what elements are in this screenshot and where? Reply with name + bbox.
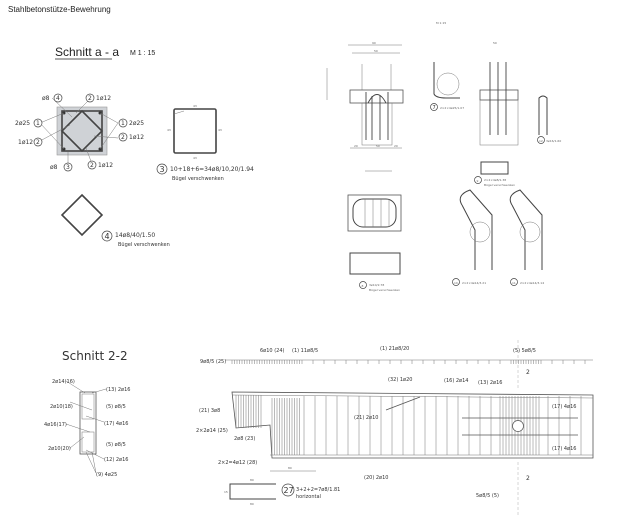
section-aa-scale: M 1 : 15 — [130, 50, 155, 57]
elevation-label: 2×2=4ø12 (28) — [218, 460, 257, 466]
stirrup-3: 43 43 43 43 3 10+18+6=34ø8/10,20/1.94 Bü… — [156, 104, 254, 182]
item-8-note: Bügel verschwenken — [369, 288, 400, 292]
document-title: Stahlbetonstütze-Bewehrung — [8, 5, 111, 14]
elevation-top-label: (1) 21ø8/20 — [380, 346, 409, 352]
elevation-top-label: (5) 5ø8/5 — [513, 348, 536, 354]
stirrup-4: 4 14ø8/40/1.50 Bügel verschwenken — [60, 193, 170, 248]
dim: 50 — [493, 41, 497, 45]
stirrup-4-note: Bügel verschwenken — [118, 242, 170, 248]
mark-10: 10 — [454, 281, 458, 285]
mark-aa-4: 2 — [36, 139, 40, 146]
dim: 43 — [167, 128, 171, 132]
label-aa-4: 1ø12 — [18, 139, 33, 146]
elevation-top-label: 9ø8/5 (25) — [200, 359, 226, 365]
elevation-label: (32) 1ø20 — [388, 377, 412, 383]
section-22-right-label: (5) ø8/5 — [106, 404, 126, 410]
item-12-spec: 3ø16/1.60 — [546, 139, 561, 143]
item-9-note: Bügel verschwenken — [484, 183, 515, 187]
dim: 20 — [354, 144, 358, 148]
section-aa-title: Schnitt a - a — [55, 45, 119, 59]
mark-aa-5: 2 — [121, 134, 125, 141]
dim: 80 — [250, 478, 254, 482]
stirrup-27: 80 80 15 27 3+2+2=7ø8/1.81 horizontal — [224, 478, 340, 506]
mark-11: 11 — [512, 281, 516, 285]
elevation-label: (13) 2ø16 — [478, 380, 502, 386]
section-22: Schnitt 2-2 2ø14(16) 2ø10(18) 4ø16(17) 2… — [44, 349, 130, 478]
section-aa: Schnitt a - a M 1 : 15 ø8 4 2 1ø12 2ø25 … — [15, 45, 155, 172]
section-22-right-label: (5) ø8/5 — [106, 442, 126, 448]
dim: 80 — [250, 502, 254, 506]
item-7-spec: 2×2×4ø25/1.07 — [440, 106, 464, 110]
mark-aa-7: 2 — [90, 162, 94, 169]
mark-aa-3: 1 — [121, 120, 125, 127]
mark-27: 27 — [284, 486, 294, 495]
dim: 20 — [394, 144, 398, 148]
mark-3: 3 — [160, 165, 165, 174]
elevation-top-label: (1) 11ø8/5 — [292, 348, 318, 354]
dim: 50 — [376, 144, 380, 148]
section-22-title: Schnitt 2-2 — [62, 349, 128, 363]
section-22-left-label: 2ø10(20) — [48, 446, 71, 452]
section-22-right-label: (9) 4ø25 — [96, 472, 117, 478]
beam-elevation: 2 2 80 9ø8/5 (25) 6ø10 (24) (1) 11ø8/5 (… — [196, 340, 594, 515]
mark-aa-0: 4 — [56, 95, 60, 102]
section-22-right-label: (12) 2ø16 — [104, 457, 128, 463]
item-9-spec: 2×4×4ø8/1.38 — [484, 178, 506, 182]
mark-12: 12 — [539, 139, 543, 143]
elevation-label: (20) 2ø10 — [364, 475, 388, 481]
section-22-left-label: 2ø10(18) — [50, 404, 73, 410]
stirrup-27-note: horizontal — [296, 494, 321, 500]
elevation-label: 2×2ø14 (25) — [196, 428, 228, 434]
dim: 80 — [288, 466, 292, 470]
elevation-top-label: 6ø10 (24) — [260, 348, 285, 354]
elevation-label: (17) 4ø16 — [552, 446, 576, 452]
detail-scale: M 1:15 — [436, 21, 446, 25]
stirrup-4-spec: 14ø8/40/1.50 — [115, 232, 155, 239]
label-aa-0: ø8 — [42, 95, 50, 102]
label-aa-1: 1ø12 — [96, 95, 111, 102]
stirrup-3-note: Bügel verschwenken — [172, 176, 224, 182]
section-mark-bottom: 2 — [526, 475, 530, 482]
detail-right: M 1:15 90 50 50 20 20 7 2×2×4ø25/1.07 50… — [326, 21, 561, 292]
item-10-spec: 2×2×4ø14/3.21 — [462, 281, 486, 285]
dim: 43 — [193, 156, 197, 160]
label-aa-6: ø8 — [50, 164, 58, 171]
dim: 90 — [372, 41, 376, 45]
elevation-label: 2ø8 (23) — [234, 436, 255, 442]
section-mark-top: 2 — [526, 369, 530, 376]
mark-aa-1: 2 — [88, 95, 92, 102]
dim: 43 — [218, 128, 222, 132]
mark-9: 9 — [477, 179, 479, 183]
stirrup-27-spec: 3+2+2=7ø8/1.81 — [296, 487, 340, 493]
stirrup-3-spec: 10+18+6=34ø8/10,20/1.94 — [170, 166, 254, 173]
label-aa-2: 2ø25 — [15, 120, 30, 127]
mark-4: 4 — [105, 232, 110, 241]
mark-8: 8 — [362, 284, 364, 288]
elevation-label: 5ø8/5 (5) — [476, 493, 499, 499]
section-22-left-label: 2ø14(16) — [52, 379, 75, 385]
label-aa-5: 1ø12 — [129, 134, 144, 141]
elevation-label: (21) 2ø10 — [354, 415, 378, 421]
section-22-left-label: 4ø16(17) — [44, 422, 67, 428]
label-aa-7: 1ø12 — [98, 162, 113, 169]
mark-7: 7 — [433, 105, 436, 111]
mark-aa-6: 3 — [66, 164, 70, 171]
elevation-label: (21) 3ø8 — [199, 408, 220, 414]
section-22-right-label: (13) 2ø16 — [106, 387, 130, 393]
dim: 50 — [374, 49, 378, 53]
elevation-label: (16) 2ø14 — [444, 378, 468, 384]
label-aa-3: 2ø25 — [129, 120, 144, 127]
dim: 15 — [224, 490, 228, 494]
section-22-right-label: (17) 4ø16 — [104, 421, 128, 427]
dim: 43 — [193, 104, 197, 108]
item-8-spec: 3ø10/2.78 — [369, 283, 384, 287]
elevation-label: (17) 4ø16 — [552, 404, 576, 410]
item-11-spec: 2×2×4ø14/3.14 — [520, 281, 544, 285]
mark-aa-2: 1 — [36, 120, 40, 127]
